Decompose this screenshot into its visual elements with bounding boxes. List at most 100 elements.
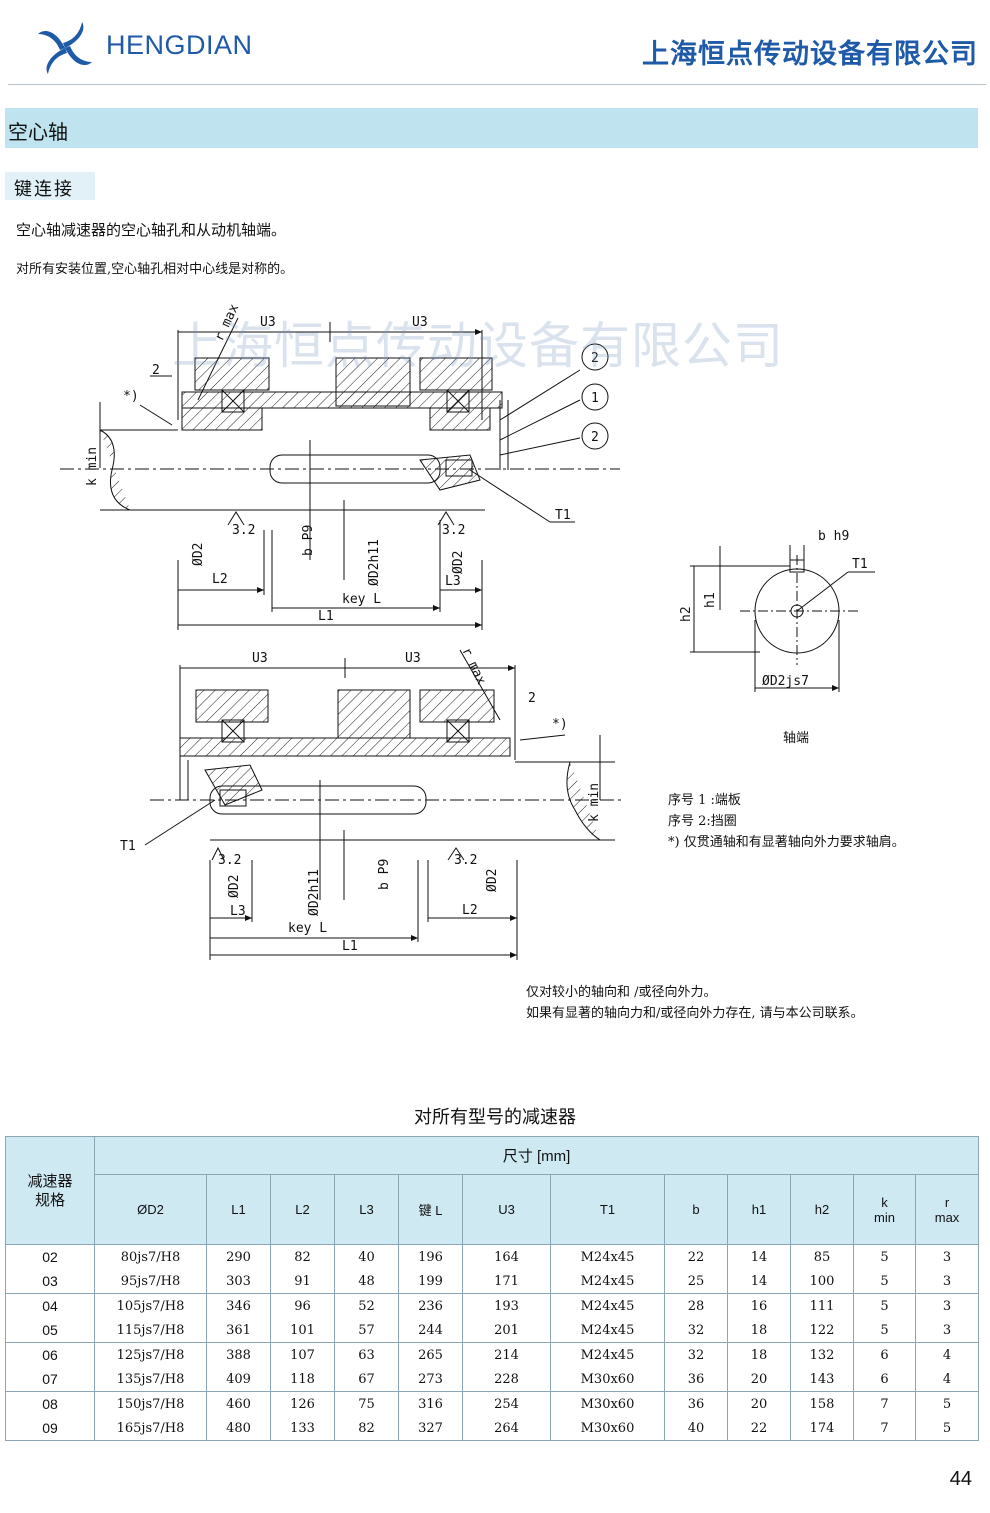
value-cell: M30x60	[550, 1367, 665, 1392]
value-cell: 82	[270, 1244, 335, 1269]
l3-label-upper: L3	[445, 574, 461, 589]
value-cell: 63	[334, 1342, 399, 1367]
value-cell: 36	[664, 1367, 728, 1392]
roughness-upper-left: 3.2	[232, 523, 255, 538]
value-cell: 201	[462, 1318, 551, 1343]
value-cell: 460	[206, 1391, 271, 1416]
l2-label-upper: L2	[212, 572, 228, 587]
star-label-upper: *)	[123, 389, 139, 404]
column-header: b	[664, 1174, 728, 1245]
h2-label: h2	[679, 606, 694, 622]
subsection-box	[5, 172, 95, 200]
symmetry-text: 对所有安装位置,空心轴孔相对中心线是对称的。	[16, 262, 294, 277]
value-cell: 480	[206, 1416, 271, 1441]
value-cell: 303	[206, 1269, 271, 1294]
value-cell: 6	[853, 1342, 916, 1367]
bp9-label-upper: b P9	[301, 525, 316, 556]
table-title: 对所有型号的减速器	[414, 1107, 576, 1128]
d2-label-lower: ØD2	[227, 875, 242, 898]
column-header: h2	[790, 1174, 854, 1245]
intro-text: 空心轴减速器的空心轴孔和从动机轴端。	[16, 221, 287, 239]
value-cell: 22	[664, 1244, 728, 1269]
roughness-upper-right: 3.2	[442, 523, 465, 538]
value-cell: 52	[334, 1293, 399, 1318]
rmax-label-lower: r max	[458, 645, 488, 687]
d2-label-upper: ØD2	[191, 543, 206, 566]
value-cell: 125js7/H8	[94, 1342, 207, 1367]
value-cell: 135js7/H8	[94, 1367, 207, 1392]
value-cell: 32	[664, 1318, 728, 1343]
value-cell: 158	[790, 1391, 854, 1416]
value-cell: 3	[914, 1269, 980, 1294]
value-cell: 327	[398, 1416, 463, 1441]
value-cell: 5	[914, 1416, 980, 1441]
value-cell: 196	[398, 1244, 463, 1269]
size-cell: 03	[5, 1269, 95, 1294]
value-cell: 193	[462, 1293, 551, 1318]
t1-label-lower: T1	[120, 839, 136, 854]
size-cell: 09	[5, 1416, 95, 1441]
force-note: 仅对较小的轴向和 /或径向外力。 如果有显著的轴向力和/或径向外力存在, 请与本…	[526, 982, 864, 1024]
value-cell: M24x45	[550, 1342, 665, 1367]
callout-2-top: 2	[591, 351, 599, 366]
value-cell: M24x45	[550, 1269, 665, 1294]
value-cell: 171	[462, 1269, 551, 1294]
value-cell: 3	[914, 1293, 980, 1318]
column-header: L3	[334, 1174, 399, 1245]
value-cell: M30x60	[550, 1416, 665, 1441]
size-cell: 05	[5, 1318, 95, 1343]
value-cell: 244	[398, 1318, 463, 1343]
header-divider	[8, 84, 986, 85]
value-cell: 3	[914, 1318, 980, 1343]
value-cell: 126	[270, 1391, 335, 1416]
value-cell: 316	[398, 1391, 463, 1416]
key-l-label-lower: key L	[288, 921, 327, 936]
value-cell: 111	[790, 1293, 854, 1318]
value-cell: 199	[398, 1269, 463, 1294]
value-cell: 4	[914, 1367, 980, 1392]
dimension-group-header: 尺寸 [mm]	[93, 1136, 980, 1175]
column-header: L1	[206, 1174, 271, 1245]
value-cell: 16	[727, 1293, 791, 1318]
legend: 序号 1 :端板 序号 2:挡圈 *) 仅贯通轴和有显著轴向外力要求轴肩。	[668, 790, 905, 853]
value-cell: 22	[727, 1416, 791, 1441]
column-header: k min	[853, 1174, 916, 1245]
roughness-lower-right: 3.2	[454, 853, 477, 868]
section-bar	[5, 108, 978, 148]
t1-label-upper: T1	[555, 508, 571, 523]
value-cell: 32	[664, 1342, 728, 1367]
bp9-label-lower: b P9	[377, 859, 392, 890]
value-cell: 5	[853, 1244, 916, 1269]
value-cell: 214	[462, 1342, 551, 1367]
value-cell: 4	[914, 1342, 980, 1367]
value-cell: 100	[790, 1269, 854, 1294]
company-name: 上海恒点传动设备有限公司	[642, 39, 978, 70]
value-cell: 14	[727, 1244, 791, 1269]
value-cell: 264	[462, 1416, 551, 1441]
value-cell: 82	[334, 1416, 399, 1441]
page-number: 44	[949, 1468, 972, 1490]
value-cell: 96	[270, 1293, 335, 1318]
value-cell: 265	[398, 1342, 463, 1367]
value-cell: 80js7/H8	[94, 1244, 207, 1269]
value-cell: 7	[853, 1391, 916, 1416]
value-cell: 236	[398, 1293, 463, 1318]
u3-label-lower-left: U3	[252, 651, 268, 666]
value-cell: 91	[270, 1269, 335, 1294]
value-cell: 5	[914, 1391, 980, 1416]
kmin-label-lower: k min	[587, 783, 602, 822]
column-header: r max	[914, 1174, 980, 1245]
u3-label-upper-left: U3	[260, 315, 276, 330]
l2-label-lower: L2	[462, 903, 478, 918]
value-cell: M24x45	[550, 1318, 665, 1343]
value-cell: 133	[270, 1416, 335, 1441]
value-cell: 75	[334, 1391, 399, 1416]
value-cell: 143	[790, 1367, 854, 1392]
